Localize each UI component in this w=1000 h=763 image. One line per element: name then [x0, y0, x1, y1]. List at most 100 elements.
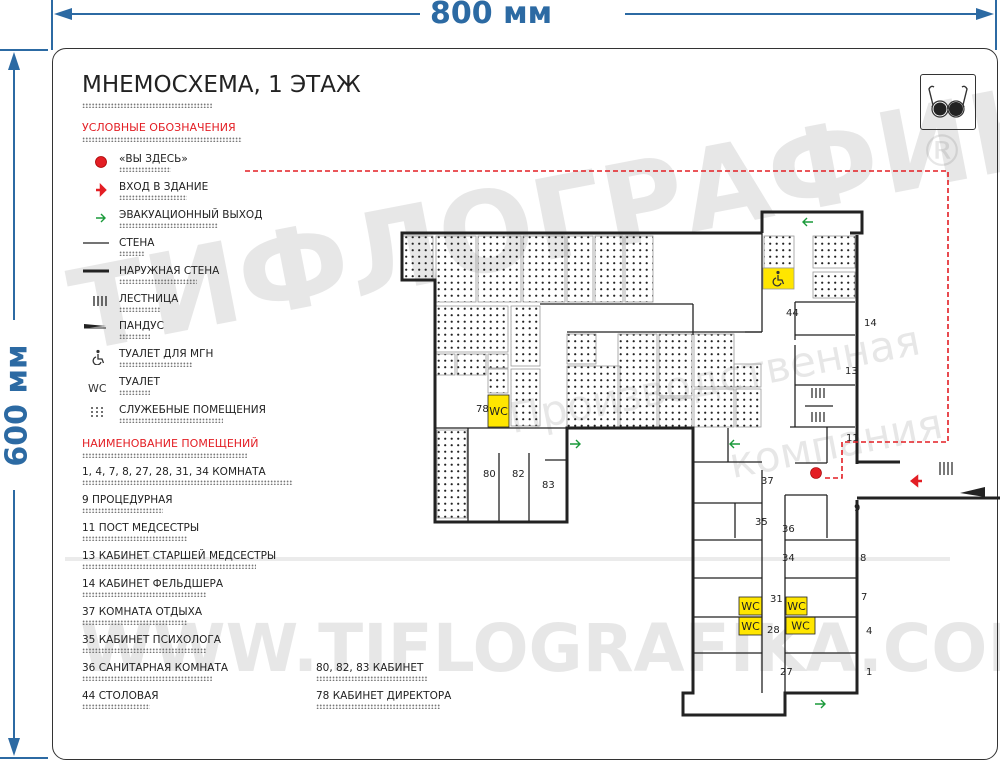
braille-text	[119, 250, 145, 256]
room-list-item: 44 СТОЛОВАЯ	[82, 690, 159, 702]
braille-text	[82, 137, 242, 142]
braille-text	[82, 103, 212, 108]
room-list-item: 11 ПОСТ МЕДСЕСТРЫ	[82, 522, 200, 534]
room-number: 9	[854, 503, 860, 514]
service-room	[510, 368, 541, 427]
braille-text	[119, 278, 197, 284]
legend-item-label: ПАНДУС	[119, 320, 164, 333]
room-list-item: 37 КОМНАТА ОТДЫХА	[82, 606, 203, 618]
legend-item-label: СЛУЖЕБНЫЕ ПОМЕЩЕНИЯ	[119, 404, 266, 417]
room-number: 31	[770, 594, 783, 605]
braille-text	[119, 167, 171, 172]
room-number: 44	[786, 308, 799, 319]
room-list-item: 35 КАБИНЕТ ПСИХОЛОГА	[82, 634, 221, 646]
service-room	[763, 235, 795, 269]
service-room	[733, 363, 762, 388]
room-list-item: 36 САНИТАРНАЯ КОМНАТА	[82, 662, 229, 674]
braille-text	[82, 564, 256, 569]
service-room	[402, 235, 434, 281]
braille-text	[82, 508, 163, 513]
braille-text	[119, 194, 187, 200]
room-number: 37	[761, 476, 774, 487]
braille-text	[119, 306, 161, 312]
room-number: 83	[542, 480, 555, 491]
legend-item-label: ТУАЛЕТ	[119, 376, 160, 389]
braille-text	[119, 362, 192, 368]
low-vision-glasses-icon	[920, 74, 976, 130]
braille-text	[119, 222, 218, 228]
service-room	[693, 333, 735, 388]
room-number: 4	[866, 626, 872, 637]
room-list-item: 80, 82, 83 КАБИНЕТ	[316, 662, 424, 674]
ramp-icon	[960, 487, 985, 497]
braille-text	[119, 334, 151, 340]
outer-wall	[760, 210, 864, 235]
service-room	[566, 235, 594, 303]
wheelchair-icon	[772, 270, 785, 287]
wc-label: WC	[791, 620, 810, 633]
room-number: 13	[845, 366, 858, 377]
room-number: 80	[483, 469, 496, 480]
room-number: 28	[767, 625, 780, 636]
room-number: 82	[512, 469, 525, 480]
service-room	[456, 353, 487, 376]
legend-item-label: ВХОД В ЗДАНИЕ	[119, 180, 209, 193]
service-room	[693, 388, 735, 428]
braille-text	[82, 480, 293, 485]
watermark-line	[65, 557, 950, 561]
sign-panel	[52, 48, 998, 760]
evacuation-exit-arrow-icon	[570, 439, 581, 449]
room-list-item: 1, 4, 7, 8, 27, 28, 31, 34 КОМНАТА	[82, 466, 266, 478]
braille-text	[82, 704, 151, 709]
service-room	[735, 388, 762, 428]
legend-item-label: СТЕНА	[119, 236, 155, 249]
service-room	[487, 368, 509, 394]
service-room	[658, 333, 693, 397]
braille-text	[82, 648, 206, 653]
service-room	[658, 397, 693, 428]
room-number: 11	[846, 433, 859, 444]
outer-wall	[400, 231, 859, 717]
room-number: 27	[780, 667, 793, 678]
service-room	[617, 333, 658, 428]
wc-label: WC	[741, 600, 760, 613]
room-number: 7	[861, 592, 867, 603]
service-room	[435, 353, 456, 376]
service-room	[812, 235, 856, 269]
watermark-site: WWW.TIFLOGRAFIKA.COM	[80, 610, 1000, 687]
room-number: 36	[782, 524, 795, 535]
service-room	[566, 365, 621, 428]
service-room	[522, 235, 566, 303]
room-list-item: 13 КАБИНЕТ СТАРШЕЙ МЕДСЕСТРЫ	[82, 550, 277, 562]
room-number: 78	[476, 404, 489, 415]
room-number: 35	[755, 517, 768, 528]
page-title: МНЕМОСХЕМА, 1 ЭТАЖ	[82, 72, 361, 98]
service-room	[510, 305, 541, 367]
service-room	[435, 235, 477, 303]
legend-item-label: ТУАЛЕТ ДЛЯ МГН	[119, 348, 214, 361]
braille-text	[316, 676, 428, 681]
service-room	[594, 235, 624, 303]
room-list-item: 9 ПРОЦЕДУРНАЯ	[82, 494, 173, 506]
wc-icon: WC	[88, 382, 107, 396]
room-list-item: 78 КАБИНЕТ ДИРЕКТОРА	[316, 690, 452, 702]
legend-item-label: ЛЕСТНИЦА	[119, 292, 179, 305]
toilet-room	[785, 596, 808, 616]
service-room	[566, 333, 597, 365]
braille-text	[119, 390, 151, 396]
room-number: 8	[860, 553, 866, 564]
braille-text	[82, 620, 188, 625]
service-room	[624, 235, 654, 303]
watermark-registered: ®	[920, 126, 964, 177]
braille-text	[82, 536, 188, 541]
braille-text	[119, 418, 223, 424]
braille-text	[316, 704, 440, 709]
evacuation-exit-arrow-icon	[802, 217, 813, 227]
service-room	[435, 305, 509, 353]
braille-text	[82, 592, 206, 597]
wc-label: WC	[741, 620, 760, 633]
entrance-arrow-icon	[909, 474, 922, 488]
service-room	[487, 353, 509, 369]
